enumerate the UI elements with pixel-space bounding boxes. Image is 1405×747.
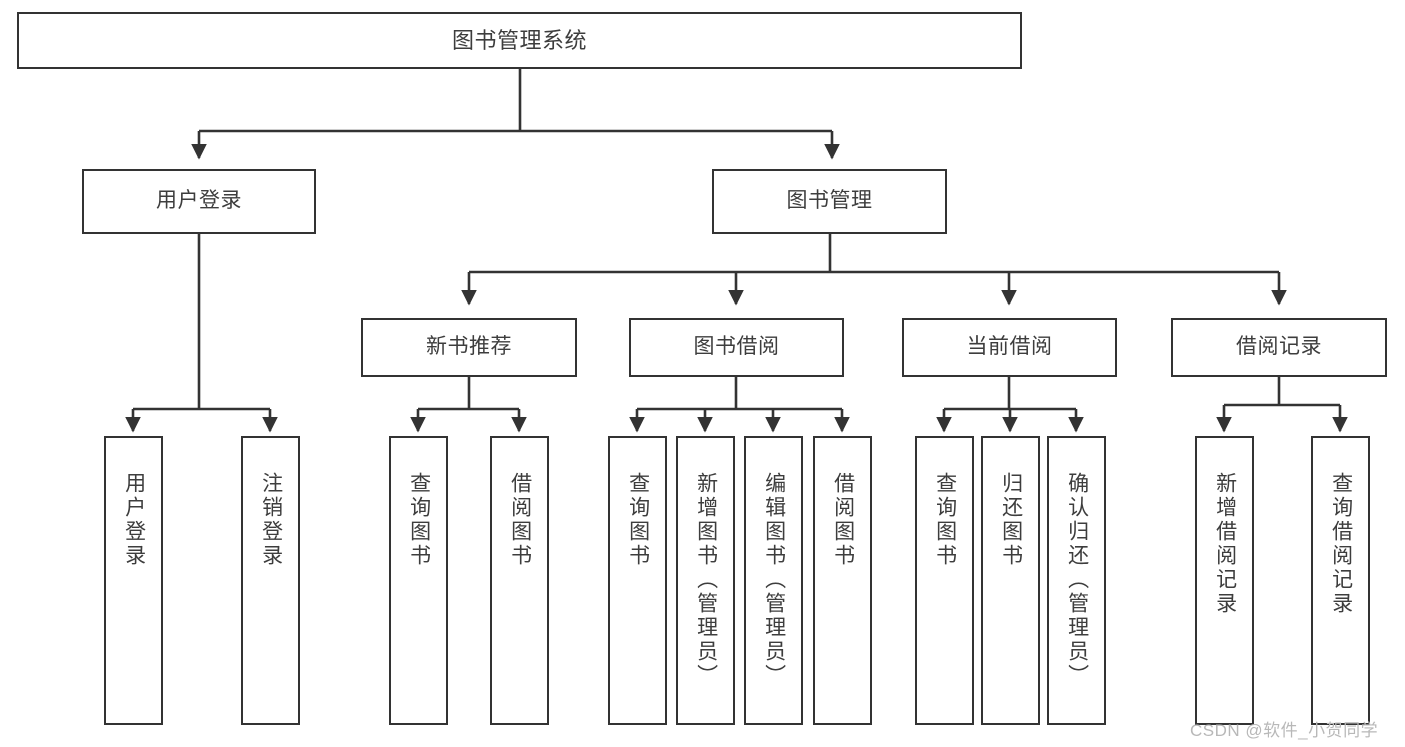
leaf-label: 编辑图书（管理员） <box>762 472 786 688</box>
leaf-query-book-current[interactable]: 查询图书 <box>915 436 974 725</box>
leaf-label: 借阅图书 <box>508 472 532 568</box>
leaf-query-book-borrow[interactable]: 查询图书 <box>608 436 667 725</box>
leaf-label: 归还图书 <box>999 472 1023 568</box>
node-label: 图书管理系统 <box>451 27 587 53</box>
node-borrow-record[interactable]: 借阅记录 <box>1171 318 1387 377</box>
node-label: 当前借阅 <box>966 335 1053 359</box>
leaf-label: 查询图书 <box>407 472 431 568</box>
leaf-label: 查询图书 <box>933 472 957 568</box>
node-new-book-recommend[interactable]: 新书推荐 <box>361 318 577 377</box>
leaf-borrow-book[interactable]: 借阅图书 <box>813 436 872 725</box>
node-label: 图书借阅 <box>693 335 780 359</box>
leaf-label: 注销登录 <box>259 472 283 568</box>
node-label: 图书管理 <box>786 189 873 213</box>
leaf-edit-book-admin[interactable]: 编辑图书（管理员） <box>744 436 803 725</box>
leaf-label: 查询图书 <box>626 472 650 568</box>
leaf-label: 借阅图书 <box>831 472 855 568</box>
node-book-borrow[interactable]: 图书借阅 <box>629 318 844 377</box>
node-label: 借阅记录 <box>1236 335 1322 359</box>
leaf-return-book[interactable]: 归还图书 <box>981 436 1040 725</box>
node-root-system[interactable]: 图书管理系统 <box>17 12 1022 69</box>
node-book-management[interactable]: 图书管理 <box>712 169 947 234</box>
leaf-label: 确认归还（管理员） <box>1065 472 1089 688</box>
leaf-label: 查询借阅记录 <box>1329 472 1353 616</box>
node-label: 用户登录 <box>156 189 242 213</box>
node-user-login[interactable]: 用户登录 <box>82 169 316 234</box>
leaf-label: 新增借阅记录 <box>1213 472 1237 616</box>
leaf-label: 新增图书（管理员） <box>694 472 718 688</box>
leaf-add-borrow-record[interactable]: 新增借阅记录 <box>1195 436 1254 725</box>
leaf-label: 用户登录 <box>122 472 146 568</box>
csdn-watermark: CSDN @软件_小贺同学 <box>1190 721 1379 740</box>
leaf-user-login[interactable]: 用户登录 <box>104 436 163 725</box>
leaf-confirm-return-admin[interactable]: 确认归还（管理员） <box>1047 436 1106 725</box>
node-label: 新书推荐 <box>426 335 512 359</box>
leaf-user-logout[interactable]: 注销登录 <box>241 436 300 725</box>
leaf-query-book-newbook[interactable]: 查询图书 <box>389 436 448 725</box>
leaf-query-borrow-record[interactable]: 查询借阅记录 <box>1311 436 1370 725</box>
leaf-borrow-book-newbook[interactable]: 借阅图书 <box>490 436 549 725</box>
node-current-borrow[interactable]: 当前借阅 <box>902 318 1117 377</box>
leaf-add-book-admin[interactable]: 新增图书（管理员） <box>676 436 735 725</box>
